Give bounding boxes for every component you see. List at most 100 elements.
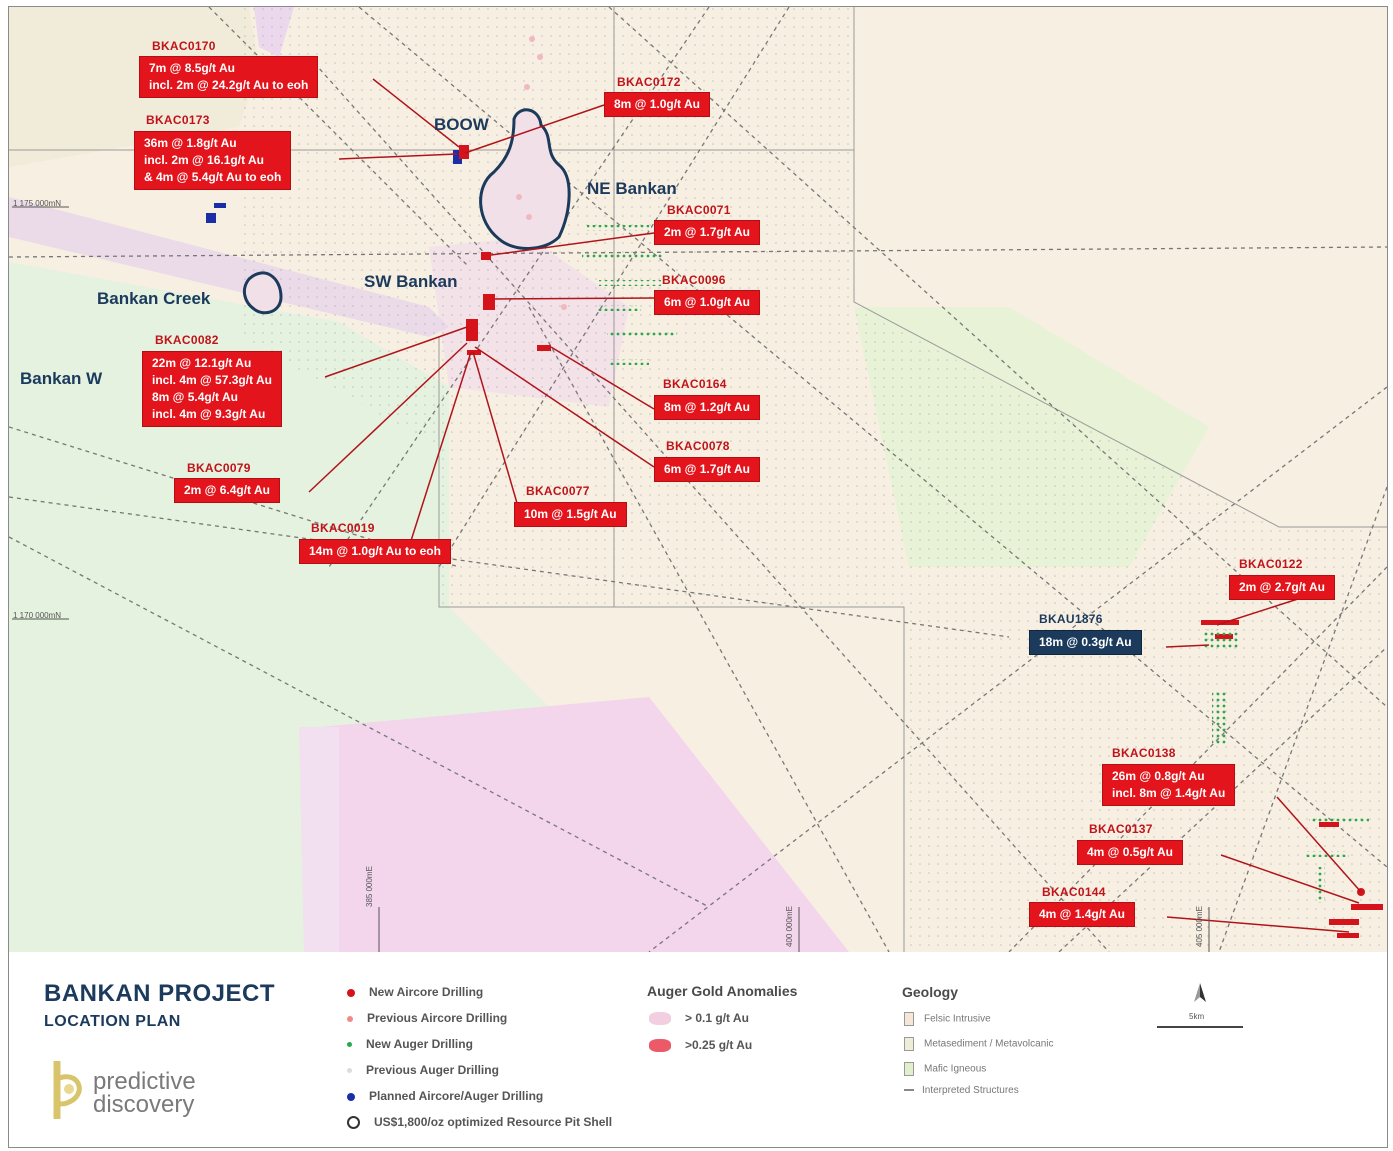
area-label-bankan-creek: Bankan Creek xyxy=(97,289,211,308)
callout-hole-id: BKAC0170 xyxy=(152,39,216,53)
callout-assay-box[interactable]: 22m @ 12.1g/t Au incl. 4m @ 57.3g/t Au 8… xyxy=(142,351,282,427)
assay-line: incl. 4m @ 57.3g/t Au xyxy=(152,373,272,387)
map-frame: BOOW NE Bankan SW Bankan Bankan Creek Ba… xyxy=(8,6,1388,1148)
callout-hole-id: BKAC0164 xyxy=(663,377,727,391)
assay-line: incl. 2m @ 16.1g/t Au xyxy=(144,153,264,167)
legend-label: > 0.1 g/t Au xyxy=(685,1011,749,1025)
assay-line: incl. 4m @ 9.3g/t Au xyxy=(152,407,266,421)
legend-label: Previous Aircore Drilling xyxy=(367,1011,508,1025)
scale-bar-label: 5km xyxy=(1189,1012,1205,1021)
assay-line: 36m @ 1.8g/t Au xyxy=(144,136,237,150)
geology-pink-unit-south xyxy=(319,697,849,952)
callout-hole-id: BKAC0077 xyxy=(526,484,590,498)
legend-item-auger-high: >0.25 g/t Au xyxy=(649,1038,753,1053)
assay-line: 14m @ 1.0g/t Au to eoh xyxy=(309,544,441,558)
project-subtitle: LOCATION PLAN xyxy=(44,1013,181,1030)
dashed-line-icon xyxy=(904,1089,914,1092)
legend-geology-heading: Geology xyxy=(902,984,959,1000)
assay-line: 8m @ 1.2g/t Au xyxy=(664,400,750,414)
callout-assay-box[interactable]: 2m @ 6.4g/t Au xyxy=(174,478,280,503)
callout-assay-box[interactable]: 14m @ 1.0g/t Au to eoh xyxy=(299,539,451,564)
callout-assay-box[interactable]: 26m @ 0.8g/t Au incl. 8m @ 1.4g/t Au xyxy=(1102,764,1236,806)
company-logo-icon xyxy=(53,1061,82,1119)
area-label-boow: BOOW xyxy=(434,115,489,134)
legend-auger-heading: Auger Gold Anomalies xyxy=(647,983,798,999)
callout-assay-box[interactable]: 2m @ 2.7g/t Au xyxy=(1229,575,1335,600)
coordinate-ticks xyxy=(12,206,1210,952)
legend-label: Planned Aircore/Auger Drilling xyxy=(369,1089,544,1103)
coord-label-easting-1: 385 000mE xyxy=(365,866,374,907)
legend-item-pit-shell: US$1,800/oz optimized Resource Pit Shell xyxy=(347,1115,613,1130)
legend-label: New Auger Drilling xyxy=(366,1037,473,1051)
coord-label-easting-2: 400 000mE xyxy=(785,906,794,947)
legend-label: Metasediment / Metavolcanic xyxy=(924,1038,1054,1050)
legend-item-felsic: Felsic Intrusive xyxy=(904,1012,991,1026)
area-label-sw-bankan: SW Bankan xyxy=(364,272,458,291)
callout-assay-box[interactable]: 2m @ 1.7g/t Au xyxy=(654,220,760,245)
callout-assay-box[interactable]: 36m @ 1.8g/t Au incl. 2m @ 16.1g/t Au & … xyxy=(134,131,292,190)
callout-assay-box[interactable]: 4m @ 1.4g/t Au xyxy=(1029,902,1135,927)
callout-hole-id: BKAC0138 xyxy=(1112,746,1176,760)
coord-label-easting-3: 405 000mE xyxy=(1195,906,1204,947)
assay-line: 6m @ 1.7g/t Au xyxy=(664,462,750,476)
red-blob-icon xyxy=(649,1039,671,1053)
area-label-ne-bankan: NE Bankan xyxy=(587,179,677,198)
callout-leader-lines xyxy=(308,78,1362,933)
callout-assay-box[interactable]: 7m @ 8.5g/t Au incl. 2m @ 24.2g/t Au to … xyxy=(139,56,319,98)
assay-line: 10m @ 1.5g/t Au xyxy=(524,507,617,521)
callout-hole-id: BKAU1876 xyxy=(1039,612,1103,626)
pink-dot-icon xyxy=(347,1015,353,1022)
callout-hole-id: BKAC0137 xyxy=(1089,822,1153,836)
callout-hole-id: BKAC0096 xyxy=(662,273,726,287)
callout-assay-box[interactable]: 4m @ 0.5g/t Au xyxy=(1077,840,1183,865)
coord-label-northing-1: 1 175 000mN xyxy=(13,199,62,208)
legend-label: Felsic Intrusive xyxy=(924,1013,991,1025)
assay-line: 2m @ 1.7g/t Au xyxy=(664,225,750,239)
logo-word-2: discovery xyxy=(93,1091,195,1118)
project-title: BANKAN PROJECT xyxy=(44,980,276,1007)
pit-shell-bankan-creek[interactable] xyxy=(242,271,283,315)
pit-shell-ne-bankan[interactable] xyxy=(479,108,571,250)
geology-mafic-sw xyxy=(9,262,849,952)
geology-map[interactable] xyxy=(9,7,1387,952)
assay-line: 4m @ 0.5g/t Au xyxy=(1087,845,1173,859)
callout-hole-id: BKAC0079 xyxy=(187,461,251,475)
legend-label: US$1,800/oz optimized Resource Pit Shell xyxy=(374,1115,613,1129)
legend-label: Previous Auger Drilling xyxy=(366,1063,499,1077)
legend-label: New Aircore Drilling xyxy=(369,985,484,999)
legend-item-auger-low: > 0.1 g/t Au xyxy=(649,1011,749,1026)
callout-hole-id: BKAC0144 xyxy=(1042,885,1106,899)
callout-hole-id: BKAC0078 xyxy=(666,439,730,453)
legend-item-planned-drilling: Planned Aircore/Auger Drilling xyxy=(347,1089,543,1103)
callout-assay-box[interactable]: 6m @ 1.0g/t Au xyxy=(654,290,760,315)
company-logo-text: predictive discovery xyxy=(93,1070,196,1118)
north-arrow-icon xyxy=(1194,983,1206,1002)
callout-hole-id: BKAC0172 xyxy=(617,75,681,89)
legend-panel: BANKAN PROJECT LOCATION PLAN predictive … xyxy=(9,952,1387,1147)
callout-assay-box[interactable]: 8m @ 1.2g/t Au xyxy=(654,395,760,420)
assay-line: incl. 2m @ 24.2g/t Au to eoh xyxy=(149,78,309,92)
assay-line: 2m @ 2.7g/t Au xyxy=(1239,580,1325,594)
green-dot-icon xyxy=(347,1042,352,1048)
legend-item-new-auger: New Auger Drilling xyxy=(347,1037,473,1051)
metasediment-swatch-icon xyxy=(904,1037,914,1051)
scale-bar xyxy=(1157,1026,1243,1028)
callout-assay-box[interactable]: 10m @ 1.5g/t Au xyxy=(514,502,627,527)
callout-assay-box[interactable]: 8m @ 1.0g/t Au xyxy=(604,92,710,117)
blue-dot-icon xyxy=(347,1092,355,1101)
assay-line: & 4m @ 5.4g/t Au to eoh xyxy=(144,170,282,184)
legend-label: >0.25 g/t Au xyxy=(685,1038,753,1052)
pink-blob-icon xyxy=(649,1012,671,1026)
assay-line: 8m @ 1.0g/t Au xyxy=(614,97,700,111)
legend-label: Mafic Igneous xyxy=(924,1063,987,1075)
permit-boundary-east xyxy=(853,7,1387,528)
assay-line: 22m @ 12.1g/t Au xyxy=(152,356,252,370)
assay-line: 18m @ 0.3g/t Au xyxy=(1039,635,1132,649)
assay-line: 6m @ 1.0g/t Au xyxy=(664,295,750,309)
assay-line: 26m @ 0.8g/t Au xyxy=(1112,769,1205,783)
callout-assay-box[interactable]: 18m @ 0.3g/t Au xyxy=(1029,630,1142,655)
assay-line: incl. 8m @ 1.4g/t Au xyxy=(1112,786,1226,800)
callout-assay-box[interactable]: 6m @ 1.7g/t Au xyxy=(654,457,760,482)
callout-hole-id: BKAC0019 xyxy=(311,521,375,535)
geology-pink-strip xyxy=(299,727,339,952)
